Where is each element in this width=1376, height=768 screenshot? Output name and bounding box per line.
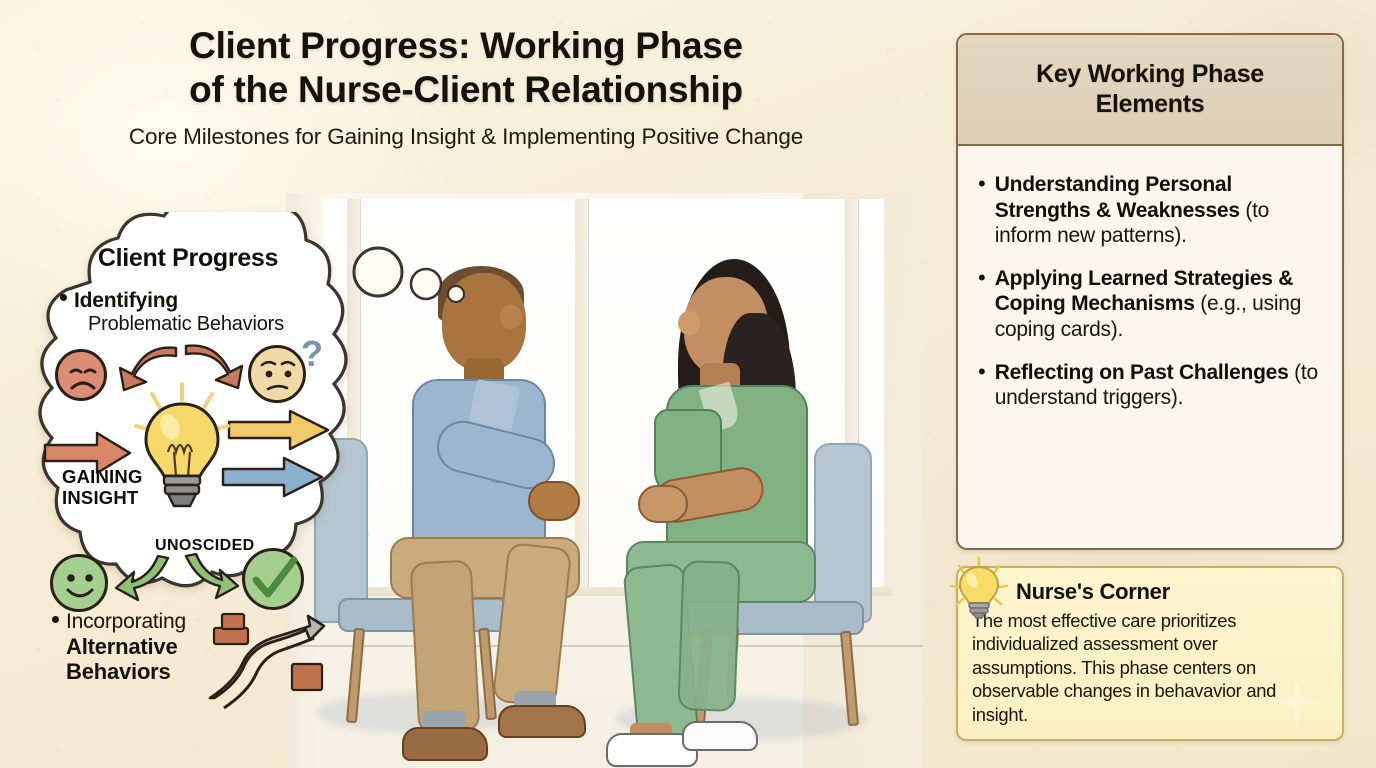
bullet-dot bbox=[52, 616, 59, 623]
bubble-item1-bold: Identifying bbox=[74, 289, 178, 312]
bubble-item2-bold-line1: Alternative bbox=[66, 634, 178, 659]
floor-line bbox=[286, 645, 923, 647]
green-check-circle-icon bbox=[242, 548, 304, 610]
list-item-bold: Applying Learned Strategies & Coping Mec… bbox=[994, 266, 1294, 316]
lightbulb-icon bbox=[949, 556, 1009, 619]
thought-bubble-shape bbox=[38, 212, 348, 588]
winding-path-icon bbox=[208, 612, 326, 710]
nurses-corner-title: Nurse's Corner bbox=[1016, 579, 1170, 604]
page-title-line1: Client Progress: Working Phase bbox=[189, 25, 743, 66]
question-mark-glyph: ? bbox=[301, 333, 323, 374]
nurses-corner-panel: Nurse's Corner The most effective care p… bbox=[949, 556, 1344, 741]
question-mark-icon: ? bbox=[301, 333, 323, 374]
page-title-line2: of the Nurse-Client Relationship bbox=[189, 68, 743, 110]
bullet-glyph: • bbox=[978, 171, 986, 196]
list-item-text: Understanding Personal Strengths & Weakn… bbox=[995, 172, 1322, 249]
key-elements-title-line1: Key Working Phase bbox=[1036, 60, 1264, 88]
bullet-dot bbox=[60, 294, 67, 301]
illustration-nurse-client-conversation bbox=[286, 193, 923, 768]
sparkle-icon bbox=[1272, 677, 1322, 727]
thought-bubble-trail bbox=[352, 246, 466, 304]
list-item-regular: (to inform new patterns). bbox=[994, 198, 1270, 248]
blue-arrow-right-icon bbox=[221, 456, 324, 498]
list-item-text: Applying Learned Strategies & Coping Mec… bbox=[995, 266, 1322, 343]
key-elements-header: Key Working Phase Elements bbox=[958, 35, 1342, 146]
list-item-bold: Reflecting on Past Challenges bbox=[994, 360, 1289, 384]
key-elements-title-line2: Elements bbox=[1095, 89, 1205, 118]
list-item: • Applying Learned Strategies & Coping M… bbox=[978, 264, 1322, 343]
label-gaining-line2: INSIGHT bbox=[62, 486, 139, 508]
window-mullion bbox=[576, 199, 588, 589]
bubble-item2-regular: Incorporating bbox=[66, 610, 186, 633]
page-title: Client Progress: Working Phase of the Nu… bbox=[0, 24, 932, 111]
key-elements-panel: Key Working Phase Elements • Understandi… bbox=[956, 33, 1344, 550]
green-arrow-down-left-icon bbox=[114, 554, 170, 602]
list-item-text: Reflecting on Past Challenges (to unders… bbox=[995, 360, 1322, 411]
header: Client Progress: Working Phase of the Nu… bbox=[0, 24, 932, 150]
green-arrow-down-right-icon bbox=[184, 552, 240, 600]
label-gaining-insight: GAINING INSIGHT bbox=[62, 466, 143, 508]
bubble-item2-bold-line2: Behaviors bbox=[66, 659, 171, 685]
label-gaining-line1: GAINING bbox=[62, 466, 143, 487]
key-elements-list: • Understanding Personal Strengths & Wea… bbox=[958, 146, 1342, 411]
window-sill bbox=[316, 587, 892, 596]
thinking-face-icon bbox=[248, 345, 306, 403]
smiley-face-icon bbox=[50, 554, 108, 612]
bubble-item-incorporating: Incorporating Alternative Behaviors bbox=[66, 610, 296, 684]
thought-bubble: Client Progress Identifying Problematic … bbox=[30, 212, 466, 732]
list-item-regular: (to understand triggers). bbox=[994, 360, 1318, 410]
bubble-heading: Client Progress bbox=[97, 244, 279, 272]
bullet-glyph: • bbox=[978, 264, 986, 290]
bubble-item-identifying: Identifying Problematic Behaviors bbox=[74, 289, 354, 336]
yellow-arrow-right-icon bbox=[227, 409, 330, 451]
red-arrow-right-icon bbox=[43, 431, 132, 475]
list-item-bold: Understanding Personal Strengths & Weakn… bbox=[994, 173, 1240, 222]
label-unoscided: UNOSCIDED bbox=[155, 537, 255, 554]
curved-arrow-left-icon bbox=[118, 346, 178, 392]
list-item: • Reflecting on Past Challenges (to unde… bbox=[978, 358, 1322, 411]
key-elements-title: Key Working Phase Elements bbox=[1036, 60, 1264, 119]
bullet-glyph: • bbox=[978, 358, 986, 384]
curved-arrow-right-icon bbox=[184, 344, 244, 390]
list-item: • Understanding Personal Strengths & Wea… bbox=[978, 171, 1322, 249]
sad-face-icon bbox=[55, 349, 107, 401]
page-subtitle: Core Milestones for Gaining Insight & Im… bbox=[128, 124, 804, 150]
list-item-regular: (e.g., using coping cards). bbox=[994, 292, 1302, 342]
lightbulb-icon bbox=[134, 382, 230, 508]
bubble-item1-regular: Problematic Behaviors bbox=[88, 313, 284, 335]
nurses-corner-body: The most effective care prioritizes indi… bbox=[972, 610, 1277, 725]
